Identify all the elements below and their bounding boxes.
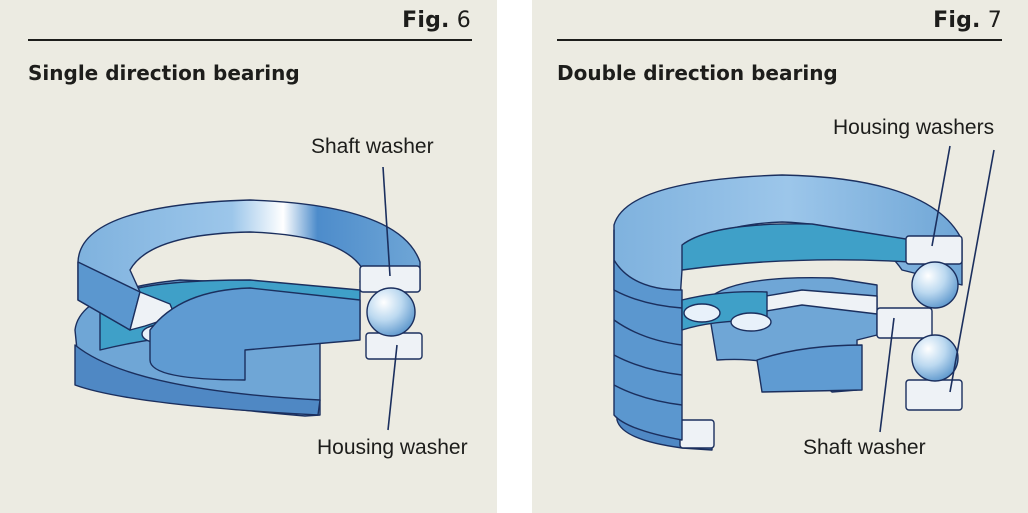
header-rule bbox=[557, 39, 1002, 41]
header-rule bbox=[28, 39, 472, 41]
shaft-washer-label: Shaft washer bbox=[803, 436, 926, 459]
double-direction-bearing-illustration bbox=[613, 145, 995, 451]
shaft-washer-leader-line bbox=[382, 166, 391, 277]
figure-6-panel: Fig. 6 Single direction bearing bbox=[0, 0, 497, 513]
single-direction-bearing-illustration bbox=[74, 166, 423, 431]
housing-washer-leader-line bbox=[387, 344, 398, 431]
housing-washers-leader-line-2 bbox=[949, 149, 995, 393]
housing-washers-leader-line-1 bbox=[931, 145, 951, 247]
shaft-washer-leader-line bbox=[879, 317, 895, 433]
figure-title: Double direction bearing bbox=[557, 61, 838, 85]
figure-7-panel: Fig. 7 Double direction bearing bbox=[532, 0, 1028, 513]
housing-washers-label: Housing washers bbox=[833, 116, 995, 139]
figure-number: Fig. 7 bbox=[933, 8, 1002, 33]
figure-number: Fig. 6 bbox=[402, 8, 471, 33]
shaft-washer-label: Shaft washer bbox=[311, 135, 434, 158]
figure-title: Single direction bearing bbox=[28, 61, 300, 85]
housing-washer-label: Housing washer bbox=[317, 436, 468, 459]
